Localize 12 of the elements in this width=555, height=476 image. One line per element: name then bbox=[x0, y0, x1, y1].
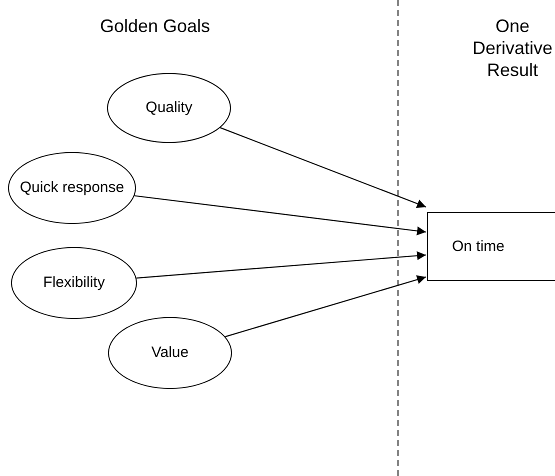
heading-label: Golden Goals bbox=[98, 16, 212, 38]
node-text: Flexibility bbox=[43, 274, 105, 292]
arrow bbox=[220, 127, 426, 208]
node-text: Quick response bbox=[20, 179, 124, 197]
node-text: Value bbox=[151, 344, 189, 362]
arrow bbox=[134, 195, 426, 236]
arrow bbox=[136, 251, 426, 279]
heading-label: One Derivative Result bbox=[471, 16, 554, 82]
node-text: Quality bbox=[146, 99, 192, 117]
result-box bbox=[427, 212, 555, 281]
arrow bbox=[225, 275, 426, 338]
node-text: On time bbox=[452, 238, 505, 256]
